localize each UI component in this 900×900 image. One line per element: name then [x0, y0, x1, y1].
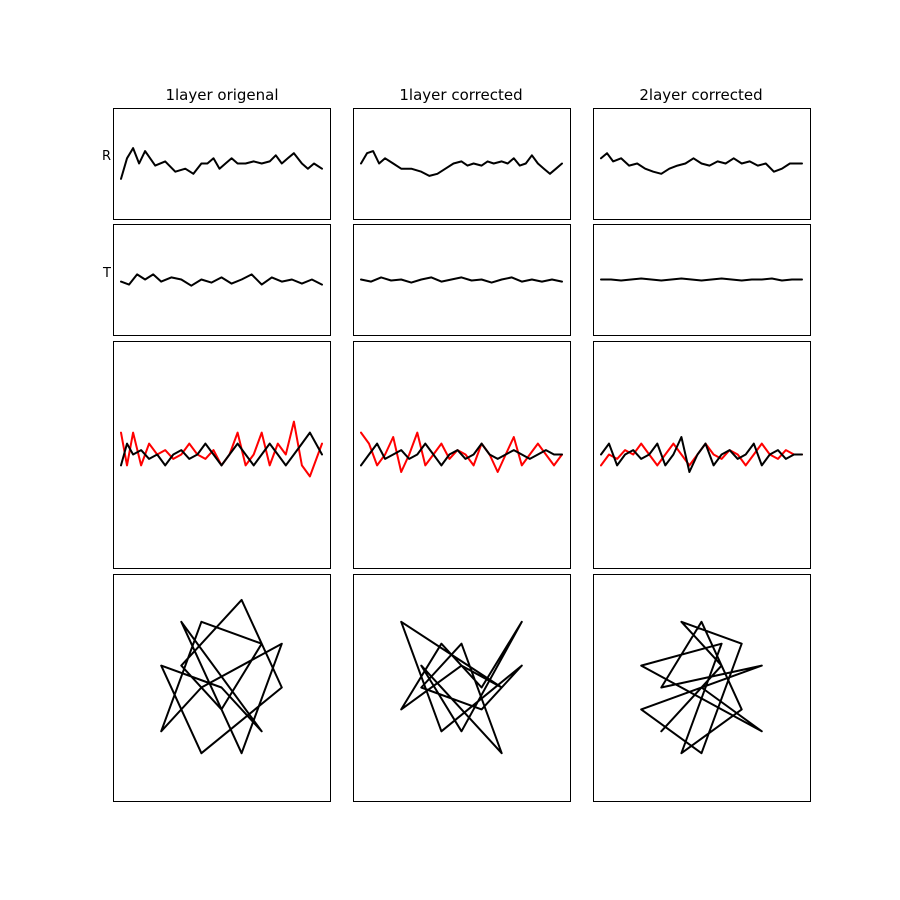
panel-frame-r1-c2 — [353, 108, 571, 220]
panel-frame-r1-c1 — [113, 108, 331, 220]
trace-r1-c3-s1 — [600, 152, 803, 175]
column-title-3: 2layer corrected — [639, 86, 762, 104]
panel-frame-r2-c3 — [593, 224, 811, 336]
panel-frame-r3-c2 — [353, 341, 571, 569]
trace-r4-c3-s1 — [640, 620, 763, 755]
trace-r3-c2-s2 — [360, 442, 563, 467]
panel-frame-r3-c1 — [113, 341, 331, 569]
column-title-1: 1layer origenal — [165, 86, 278, 104]
trace-r3-c1-s2 — [120, 431, 323, 467]
trace-r4-c2-s1 — [400, 620, 523, 755]
panel-frame-r3-c3 — [593, 341, 811, 569]
panel-frame-r1-c3 — [593, 108, 811, 220]
panel-frame-r2-c1 — [113, 224, 331, 336]
panel-frame-r4-c3 — [593, 574, 811, 802]
trace-r2-c2-s1 — [360, 276, 563, 284]
column-title-2: 1layer corrected — [399, 86, 522, 104]
row-label-t: T — [102, 266, 111, 281]
trace-r2-c1-s1 — [120, 273, 323, 287]
panels-group — [113, 108, 811, 802]
trace-r4-c1-s1 — [160, 598, 283, 755]
panel-frame-r4-c2 — [353, 574, 571, 802]
trace-r2-c3-s1 — [600, 277, 803, 282]
panel-frame-r4-c1 — [113, 574, 331, 802]
trace-r3-c3-s2 — [600, 436, 803, 473]
trace-r3-c1-s1 — [120, 420, 323, 478]
panel-frame-r2-c2 — [353, 224, 571, 336]
trace-r3-c2-s1 — [360, 431, 563, 473]
trace-r1-c1-s1 — [120, 147, 323, 180]
trace-r1-c2-s1 — [360, 150, 563, 177]
row-label-r: R — [102, 149, 111, 164]
